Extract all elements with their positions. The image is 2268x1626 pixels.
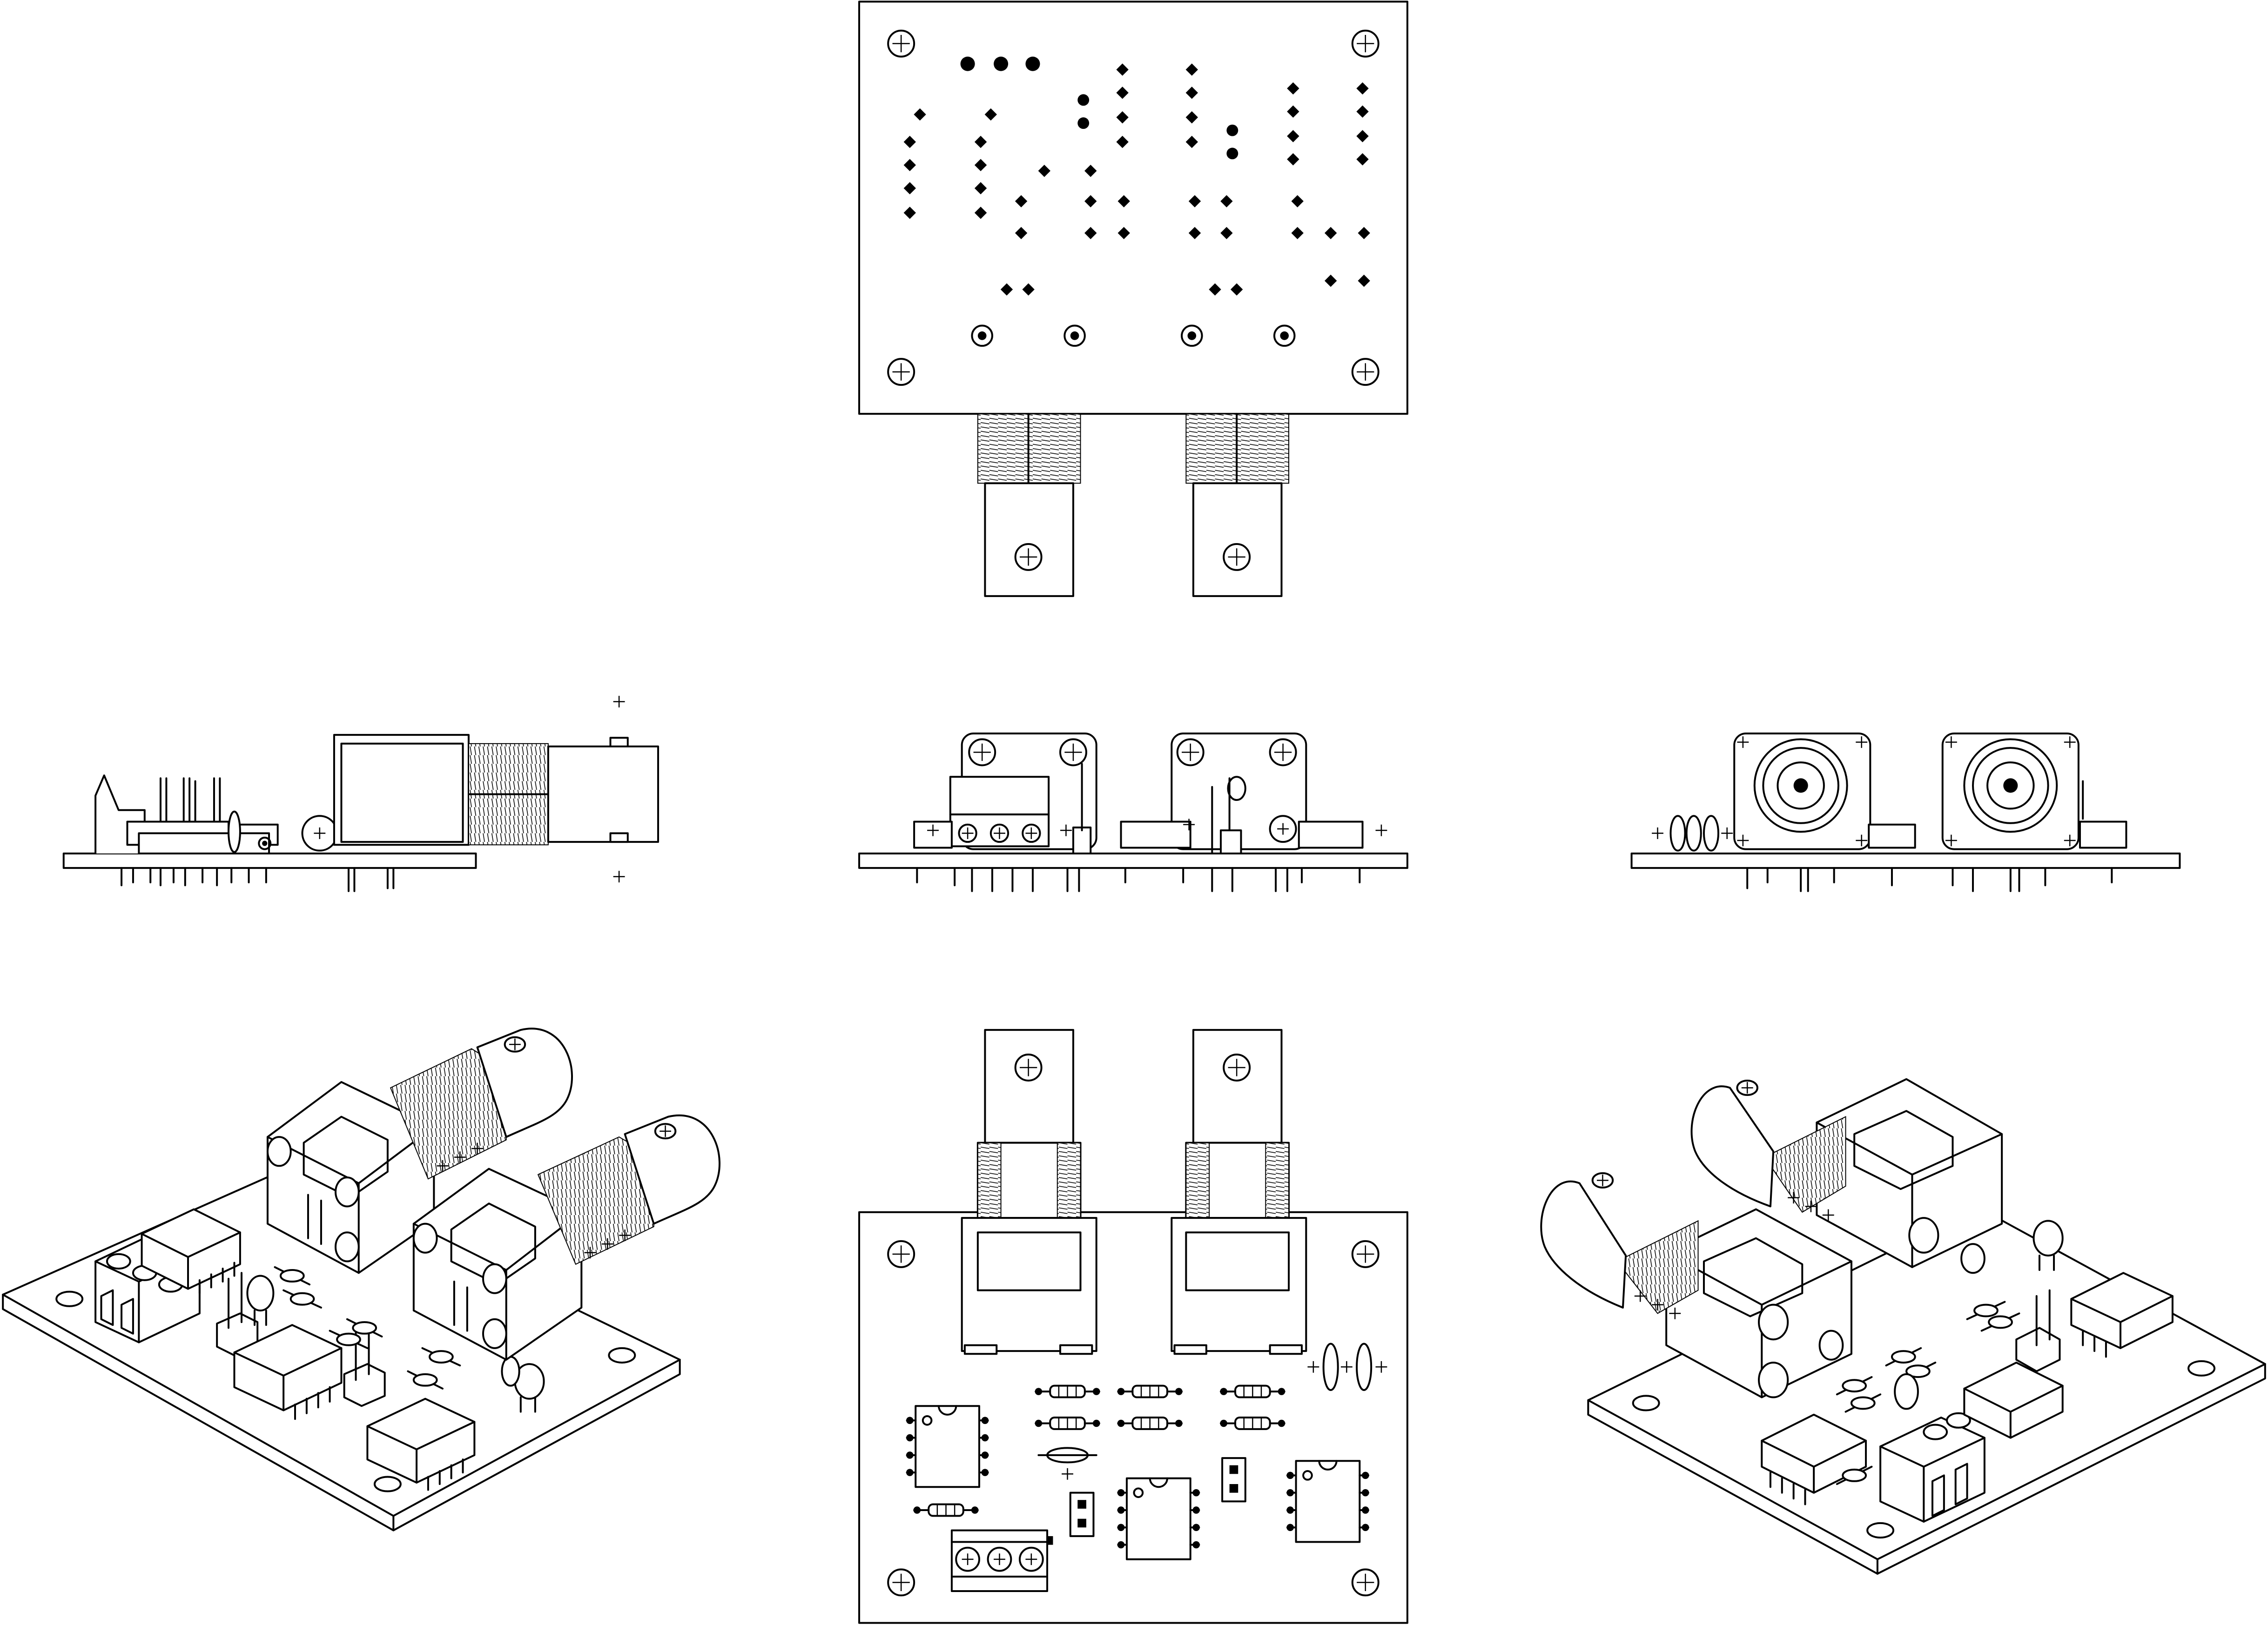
- bnc-connector: [414, 1115, 720, 1360]
- bottom-view: [859, 2, 1407, 596]
- front-view: [859, 733, 1407, 891]
- bnc-connector: [962, 1030, 1097, 1354]
- isometric-view-left: [3, 1028, 720, 1530]
- isometric-view-right: [1541, 1079, 2265, 1574]
- back-view: [1632, 733, 2180, 891]
- side-view-left: [64, 696, 658, 891]
- bnc-connector: [268, 1028, 572, 1273]
- bnc-connector: [1692, 1079, 2002, 1273]
- bnc-connector: [1171, 1030, 1306, 1354]
- top-view: [859, 1030, 1407, 1623]
- bnc-connector: [1734, 733, 1870, 849]
- bnc-connector: [978, 414, 1081, 596]
- bnc-connector: [1943, 733, 2079, 849]
- bnc-connector: [1541, 1173, 1851, 1398]
- bnc-connector: [1186, 414, 1289, 596]
